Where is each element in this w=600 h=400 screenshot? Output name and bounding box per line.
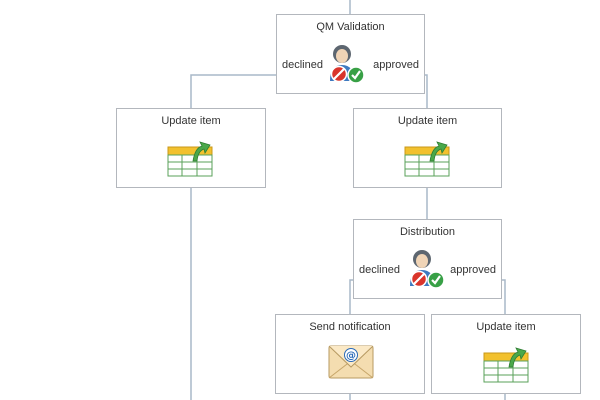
svg-text:@: @ [346,351,356,362]
approval-user-icon [410,250,445,289]
update-list-icon [483,347,529,383]
update-item-node-left[interactable]: Update item [116,108,266,188]
node-title: Update item [161,115,221,127]
node-title: Update item [476,321,536,333]
approved-branch-label: approved [450,264,496,276]
update-item-node-right[interactable]: Update item [353,108,502,188]
approved-branch-label: approved [373,59,419,71]
connector-qm-approved [424,74,428,108]
node-title: Distribution [399,226,456,238]
qm-validation-node[interactable]: QM Validation declined approved [276,14,425,94]
declined-branch-label: declined [282,59,323,71]
node-title: Send notification [309,321,391,333]
connector-qm-declined [190,74,277,108]
declined-branch-label: declined [359,264,400,276]
update-list-icon [167,141,213,177]
update-item-node-bottom[interactable]: Update item [431,314,581,394]
distribution-node[interactable]: Distribution declined approved [353,219,502,299]
node-title: Update item [397,115,458,127]
node-title: QM Validation [316,21,385,33]
send-notification-node[interactable]: Send notification @ [275,314,425,394]
email-envelope-icon: @ [328,345,374,379]
connector-dist-declined [349,279,353,314]
update-list-icon [404,141,450,177]
connector-dist-approved [502,279,506,314]
approval-user-icon [330,45,365,84]
